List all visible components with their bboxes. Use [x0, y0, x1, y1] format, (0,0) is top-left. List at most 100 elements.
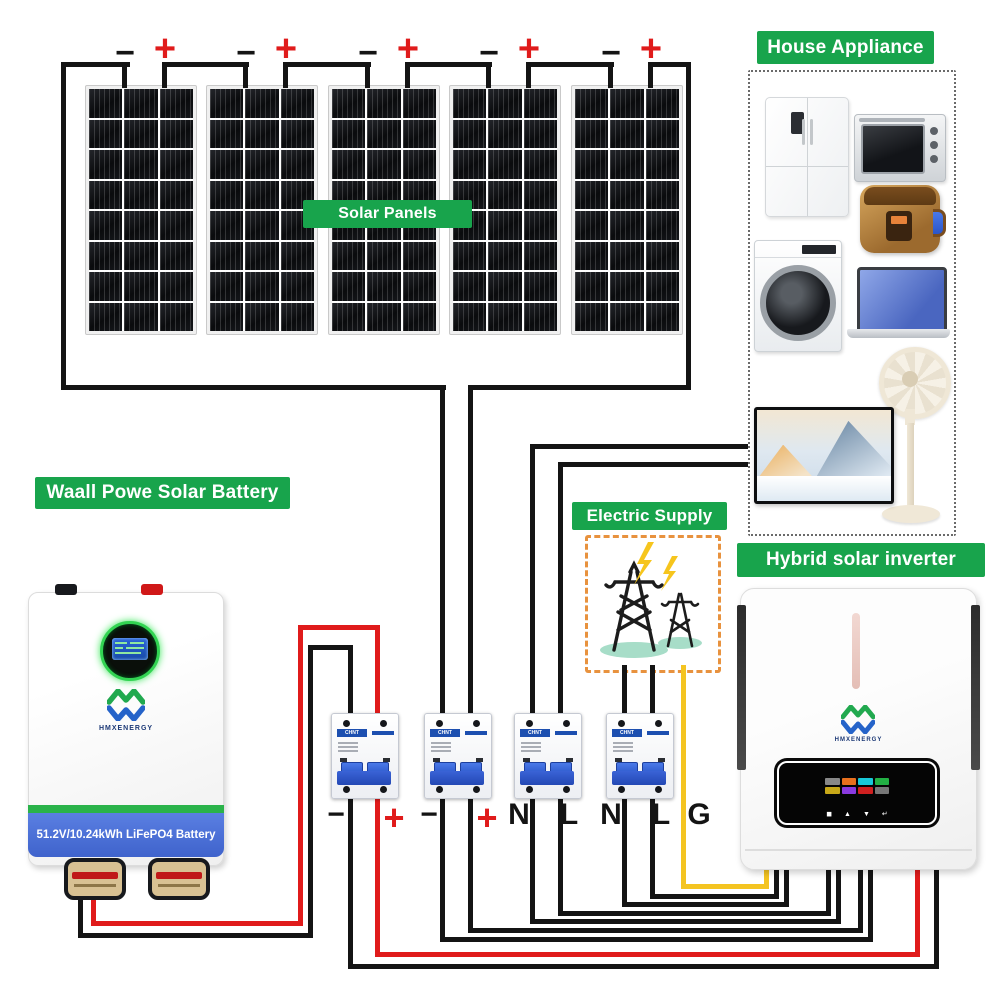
- laptop-base: [847, 329, 950, 338]
- battery-mount-bracket: [64, 858, 126, 900]
- wire: [608, 64, 613, 88]
- rice-cooker-icon: [860, 185, 946, 253]
- wire: [440, 795, 445, 942]
- rice-cooker-handle: [933, 209, 946, 237]
- inverter-touch-buttons: ◼▲▼↵: [779, 811, 935, 818]
- wire: [348, 964, 939, 969]
- wire: [648, 64, 653, 88]
- inverter-heatsink-right: [971, 605, 980, 770]
- wire: [78, 893, 83, 938]
- solar-panel: [206, 85, 318, 335]
- battery-badge: Waall Powe Solar Battery: [35, 477, 290, 509]
- breaker-terminal-label: G: [687, 798, 711, 831]
- transmission-tower-icon: [600, 542, 702, 658]
- fan-pole: [907, 423, 914, 507]
- wire: [526, 64, 531, 88]
- wire: [468, 928, 863, 933]
- breaker-terminal-label: N: [600, 798, 622, 831]
- wire: [622, 902, 789, 907]
- oven-knob: [930, 155, 938, 163]
- pv-plus-label: +: [517, 28, 541, 70]
- wire: [558, 462, 748, 467]
- wire: [681, 665, 686, 889]
- wire: [91, 921, 303, 926]
- laptop-icon: [847, 267, 950, 347]
- wire: [283, 62, 371, 67]
- solar-panel-cells: [210, 89, 314, 331]
- wire: [61, 62, 130, 67]
- wire: [375, 952, 920, 957]
- wire: [283, 64, 288, 88]
- circuit-breaker: CHNT: [331, 713, 399, 799]
- wire: [530, 919, 841, 924]
- lightning-bolt-icon: [634, 542, 678, 591]
- pv-minus-label: −: [358, 34, 378, 72]
- washer-control-strip: [755, 241, 841, 258]
- fridge-door-line: [766, 166, 848, 168]
- wire: [78, 933, 313, 938]
- wire: [308, 645, 313, 938]
- washer-door: [760, 264, 836, 341]
- inverter-led-strip: [852, 613, 860, 689]
- breaker-terminal-label: +: [476, 797, 498, 838]
- fridge-control-panel: [790, 112, 804, 134]
- wire: [622, 665, 627, 718]
- solar-panel: [85, 85, 197, 335]
- oven-knob: [930, 127, 938, 135]
- oven-handle: [859, 118, 925, 122]
- solar-panel-cells: [575, 89, 679, 331]
- pv-plus-label: +: [153, 28, 177, 70]
- wire: [162, 64, 167, 88]
- laptop-screen: [857, 267, 947, 335]
- breaker-terminal-label: −: [420, 798, 438, 831]
- breaker-terminal-label: L: [651, 798, 671, 831]
- rice-cooker-display: [886, 211, 912, 241]
- fan-icon: [874, 347, 951, 527]
- inverter-touch-icon: ↵: [881, 811, 888, 818]
- inverter-touch-icon: ▼: [862, 811, 870, 818]
- electric-supply-box: [585, 535, 721, 673]
- fan-base: [882, 505, 940, 523]
- circuit-breaker: CHNT: [606, 713, 674, 799]
- fan-neck: [905, 409, 915, 425]
- wire: [836, 868, 841, 924]
- wire: [122, 64, 127, 88]
- refrigerator-icon: [765, 97, 849, 217]
- solar-panel-cells: [89, 89, 193, 331]
- oven-window: [861, 124, 925, 174]
- hmx-logo: [107, 689, 145, 721]
- washer-display: [802, 245, 836, 254]
- fridge-handle: [802, 119, 806, 146]
- battery-lcd-screen: [112, 638, 148, 660]
- fridge-door-split: [807, 98, 808, 216]
- wire: [622, 795, 627, 907]
- house-appliance-badge: House Appliance: [757, 31, 934, 64]
- solar-panels-badge: Solar Panels: [303, 200, 472, 228]
- wire: [681, 884, 769, 889]
- battery-negative-terminal: [55, 584, 77, 595]
- wire: [405, 64, 410, 88]
- pv-minus-label: −: [115, 34, 135, 72]
- oven-icon: [854, 114, 946, 182]
- wire: [558, 911, 831, 916]
- battery-green-stripe: [28, 805, 224, 813]
- wire: [468, 385, 689, 390]
- wire: [348, 795, 353, 969]
- circuit-breaker: CHNT: [424, 713, 492, 799]
- wire: [298, 625, 303, 926]
- inverter-badge: Hybrid solar inverter: [737, 543, 985, 577]
- oven-knob: [930, 141, 938, 149]
- wire: [91, 896, 96, 926]
- tv-icon: [754, 407, 894, 504]
- wire: [61, 385, 446, 390]
- pv-minus-label: −: [479, 34, 499, 72]
- wire: [61, 62, 66, 390]
- inverter-lcd-screen: [825, 770, 889, 802]
- wire: [650, 665, 655, 718]
- wire: [375, 795, 380, 957]
- pv-plus-label: +: [396, 28, 420, 70]
- wire: [650, 795, 655, 899]
- fan-hub: [902, 371, 918, 387]
- wire: [468, 388, 473, 718]
